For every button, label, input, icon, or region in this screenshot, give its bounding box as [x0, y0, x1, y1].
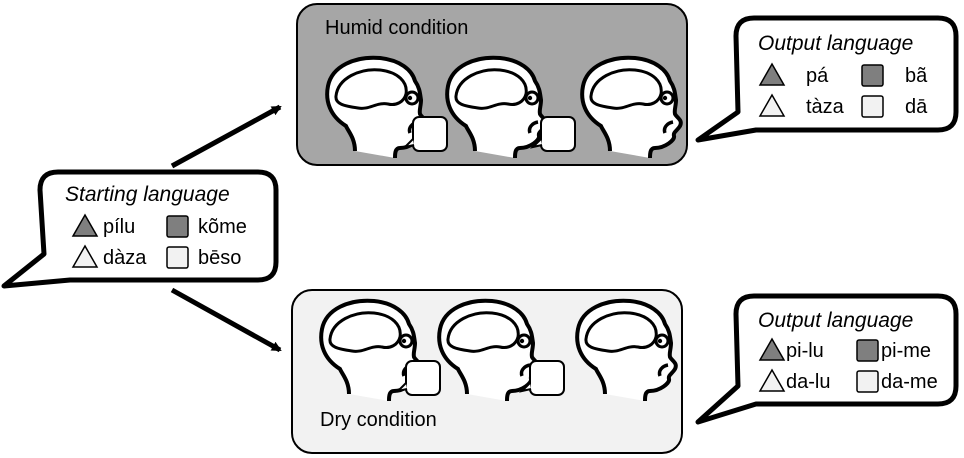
starting-language-word: pílu [103, 216, 135, 238]
humid-condition-word: dā [905, 96, 928, 118]
light-square-icon [861, 95, 884, 118]
arrow-to-humid [170, 104, 282, 169]
humid-output-bubble: Output language pá bã tàza dā [695, 15, 959, 143]
humid-condition-word: tàza [806, 96, 845, 118]
light-triangle-icon [758, 93, 786, 117]
humid-condition-label: Humid condition [325, 17, 468, 39]
humid-output-title: Output language [758, 32, 913, 55]
light-triangle-icon [758, 368, 786, 392]
dry-condition-label: Dry condition [320, 409, 437, 431]
dark-triangle-icon [758, 62, 786, 86]
starting-language-word: bēso [198, 247, 241, 269]
dry-condition-panel: Dry condition [291, 289, 683, 454]
humid-condition-word: bã [905, 65, 928, 87]
dry-output-word-list: pi-lu pi-me da-lu da-me [758, 337, 938, 393]
light-square-icon [166, 246, 189, 269]
light-square-icon [856, 370, 879, 393]
light-triangle-icon [71, 244, 99, 268]
dark-square-icon [856, 339, 879, 362]
arrow-to-dry [170, 287, 282, 353]
dark-triangle-icon [758, 337, 786, 361]
humid-output-word-list: pá bã tàza dā [758, 62, 928, 118]
starting-language-word: dàza [103, 247, 147, 269]
dry-condition-word: da-me [881, 371, 938, 393]
dark-square-icon [166, 215, 189, 238]
humid-condition-panel: Humid condition [296, 3, 688, 166]
dark-triangle-icon [71, 213, 99, 237]
humid-output-bubble-outline [695, 15, 959, 143]
humid-condition-word: pá [806, 65, 829, 87]
starting-language-word: kõme [198, 216, 247, 238]
dry-condition-word: pi-me [881, 340, 931, 362]
starting-language-bubble-outline [1, 169, 279, 289]
starting-language-word-list: pílu kõme dàza bēso [71, 213, 247, 269]
dry-condition-word: pi-lu [786, 340, 824, 362]
dry-output-title: Output language [758, 309, 913, 332]
dry-output-bubble: Output language pi-lu pi-me da-lu da-me [695, 293, 959, 425]
starting-language-title: Starting language [65, 183, 230, 206]
dark-square-icon [861, 64, 884, 87]
starting-language-bubble: Starting language pílu kõme dàza bēso [1, 169, 279, 289]
dry-condition-word: da-lu [786, 371, 830, 393]
